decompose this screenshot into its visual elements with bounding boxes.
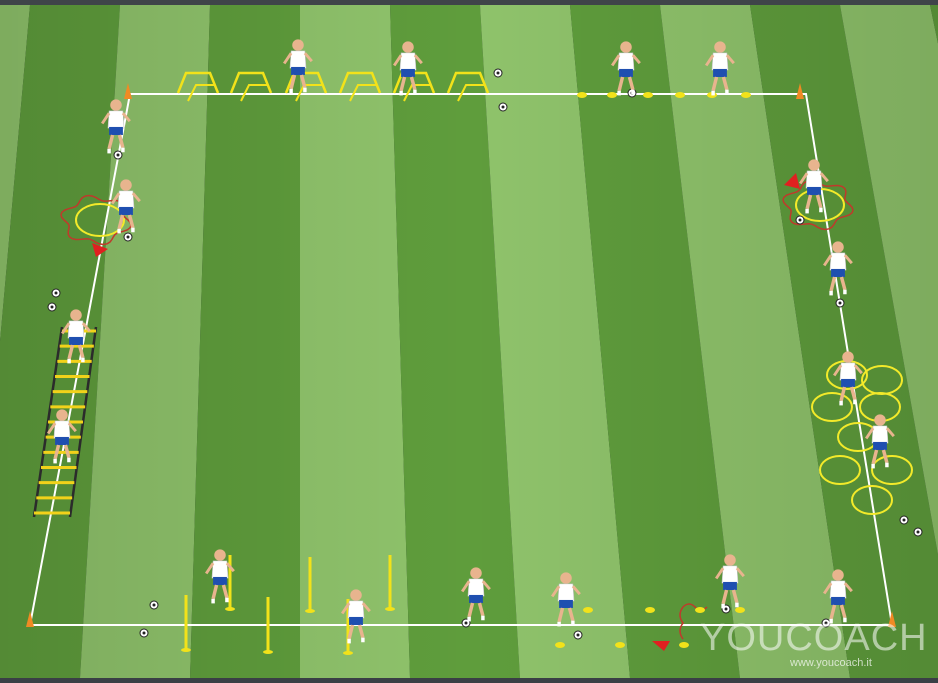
pole-base (225, 607, 235, 611)
marker-disc (615, 642, 625, 648)
ball-patch (465, 622, 468, 625)
pole-base (263, 650, 273, 654)
player-head (214, 549, 226, 561)
ball-patch (497, 72, 500, 75)
player-shirt (212, 561, 228, 578)
ball-patch (839, 302, 842, 305)
player-shorts (469, 595, 483, 603)
ball-patch (51, 306, 54, 309)
marker-disc (735, 607, 745, 613)
player-head (714, 41, 726, 53)
player-shirt (806, 171, 822, 188)
player-head (620, 41, 632, 53)
youcoach-url: www.youcoach.it (790, 657, 872, 669)
ball-patch (143, 632, 146, 635)
player-shorts (831, 269, 845, 277)
player-shorts (713, 69, 727, 77)
player-shorts (619, 69, 633, 77)
player-shirt (618, 53, 634, 70)
player-shorts (55, 437, 69, 445)
player-shorts (213, 577, 227, 585)
player-head (832, 241, 844, 253)
player-shirt (830, 581, 846, 598)
player-head (874, 414, 886, 426)
training-drill-image: YOUCOACH www.youcoach.it (0, 5, 938, 678)
ball-patch (903, 519, 906, 522)
player-head (292, 39, 304, 51)
ball-patch (577, 634, 580, 637)
player-shirt (872, 426, 888, 443)
marker-disc (577, 92, 587, 98)
player-head (724, 554, 736, 566)
marker-disc (679, 642, 689, 648)
player-head (842, 351, 854, 363)
player-head (110, 99, 122, 111)
player-shorts (69, 337, 83, 345)
ball-patch (127, 236, 130, 239)
marker-disc (741, 92, 751, 98)
player-shirt (348, 601, 364, 618)
player-shirt (290, 51, 306, 68)
pitch-diagram (0, 5, 938, 678)
player-head (832, 569, 844, 581)
player-head (70, 309, 82, 321)
player-shirt (712, 53, 728, 70)
player-head (470, 567, 482, 579)
pole-base (305, 609, 315, 613)
player-shorts (109, 127, 123, 135)
marker-disc (555, 642, 565, 648)
ball-patch (55, 292, 58, 295)
marker-disc (643, 92, 653, 98)
player-shirt (468, 579, 484, 596)
player-shorts (841, 379, 855, 387)
player-head (402, 41, 414, 53)
ball-patch (799, 219, 802, 222)
player-shorts (119, 207, 133, 215)
player-shirt (558, 584, 574, 601)
player-shirt (68, 321, 84, 338)
player-shirt (400, 53, 416, 70)
player-head (350, 589, 362, 601)
pole-base (343, 651, 353, 655)
player-head (808, 159, 820, 171)
ball-patch (117, 154, 120, 157)
marker-disc (675, 92, 685, 98)
pole-base (181, 648, 191, 652)
player-shorts (873, 442, 887, 450)
player-shirt (108, 111, 124, 128)
ball-patch (725, 608, 728, 611)
player-head (120, 179, 132, 191)
player-shirt (54, 421, 70, 438)
player-shorts (807, 187, 821, 195)
player-shorts (349, 617, 363, 625)
player-shirt (830, 253, 846, 270)
player-shorts (723, 582, 737, 590)
ball-patch (153, 604, 156, 607)
player-shorts (831, 597, 845, 605)
player-shirt (118, 191, 134, 208)
marker-disc (645, 607, 655, 613)
player-shirt (840, 363, 856, 380)
marker-disc (583, 607, 593, 613)
player-head (560, 572, 572, 584)
ball-patch (917, 531, 920, 534)
ball-patch (502, 106, 505, 109)
player-head (56, 409, 68, 421)
youcoach-logo: YOUCOACH (700, 617, 928, 660)
player-shorts (401, 69, 415, 77)
player-shorts (291, 67, 305, 75)
pole-base (385, 607, 395, 611)
marker-disc (607, 92, 617, 98)
player-shirt (722, 566, 738, 583)
marker-disc (695, 607, 705, 613)
player-shorts (559, 600, 573, 608)
